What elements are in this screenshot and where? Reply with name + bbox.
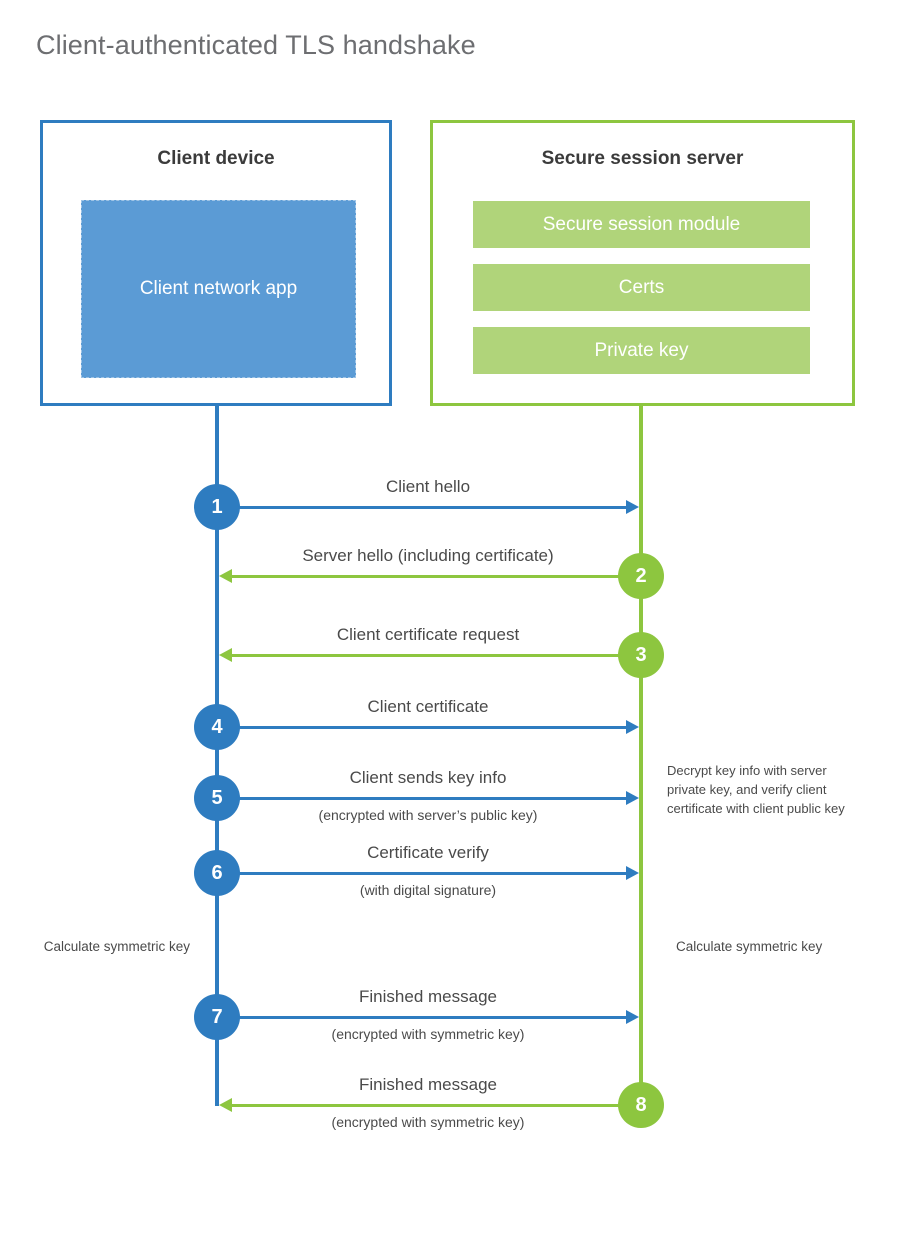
- arrow-head-6: [626, 866, 639, 880]
- secure-session-server-box: Secure session server Secure session mod…: [430, 120, 855, 406]
- step-badge-5[interactable]: 5: [194, 775, 240, 821]
- step-badge-8[interactable]: 8: [618, 1082, 664, 1128]
- message-label-3: Client certificate request: [336, 625, 520, 644]
- arrow-line-7: [217, 1016, 626, 1019]
- message-label-6: Certificate verify: [367, 843, 489, 862]
- client-network-app-block: Client network app: [81, 200, 356, 378]
- arrow-line-2: [232, 575, 641, 578]
- message-label-4: Client certificate: [367, 697, 489, 716]
- message-label-1: Client hello: [385, 477, 471, 496]
- arrow-line-5: [217, 797, 626, 800]
- message-label-5: Client sends key info: [349, 768, 507, 787]
- secure-session-server-title: Secure session server: [541, 148, 744, 169]
- step-badge-1[interactable]: 1: [194, 484, 240, 530]
- arrow-head-2: [219, 569, 232, 583]
- server-component-private-key: Private key: [473, 327, 810, 374]
- arrow-line-4: [217, 726, 626, 729]
- arrow-head-8: [219, 1098, 232, 1112]
- message-sublabel-8: (encrypted with symmetric key): [331, 1114, 525, 1130]
- annotation-server-calculate-symmetric-key: Calculate symmetric key: [676, 939, 823, 954]
- message-sublabel-5: (encrypted with server’s public key): [318, 807, 538, 823]
- step-badge-6[interactable]: 6: [194, 850, 240, 896]
- server-component-secure-session-module: Secure session module: [473, 201, 810, 248]
- arrow-line-1: [217, 506, 626, 509]
- message-sublabel-6: (with digital signature): [359, 882, 497, 898]
- client-device-box: Client device Client network app: [40, 120, 392, 406]
- arrow-head-5: [626, 791, 639, 805]
- annotation-decrypt-key-info: Decrypt key info with server private key…: [667, 763, 845, 816]
- arrow-line-6: [217, 872, 626, 875]
- step-badge-3[interactable]: 3: [618, 632, 664, 678]
- step-badge-4[interactable]: 4: [194, 704, 240, 750]
- server-lifeline: [639, 403, 643, 1106]
- step-badge-2[interactable]: 2: [618, 553, 664, 599]
- arrow-head-7: [626, 1010, 639, 1024]
- message-label-2: Server hello (including certificate): [302, 546, 554, 565]
- message-label-8: Finished message: [359, 1075, 497, 1094]
- message-sublabel-7: (encrypted with symmetric key): [331, 1026, 525, 1042]
- arrow-head-1: [626, 500, 639, 514]
- page-title: Client-authenticated TLS handshake: [36, 30, 476, 60]
- step-badge-7[interactable]: 7: [194, 994, 240, 1040]
- client-device-title: Client device: [157, 148, 275, 169]
- message-label-7: Finished message: [359, 987, 497, 1006]
- arrow-line-3: [232, 654, 641, 657]
- annotation-client-calculate-symmetric-key: Calculate symmetric key: [43, 939, 190, 954]
- arrow-head-3: [219, 648, 232, 662]
- arrow-head-4: [626, 720, 639, 734]
- arrow-line-8: [232, 1104, 641, 1107]
- server-component-certs: Certs: [473, 264, 810, 311]
- client-lifeline: [215, 403, 219, 1106]
